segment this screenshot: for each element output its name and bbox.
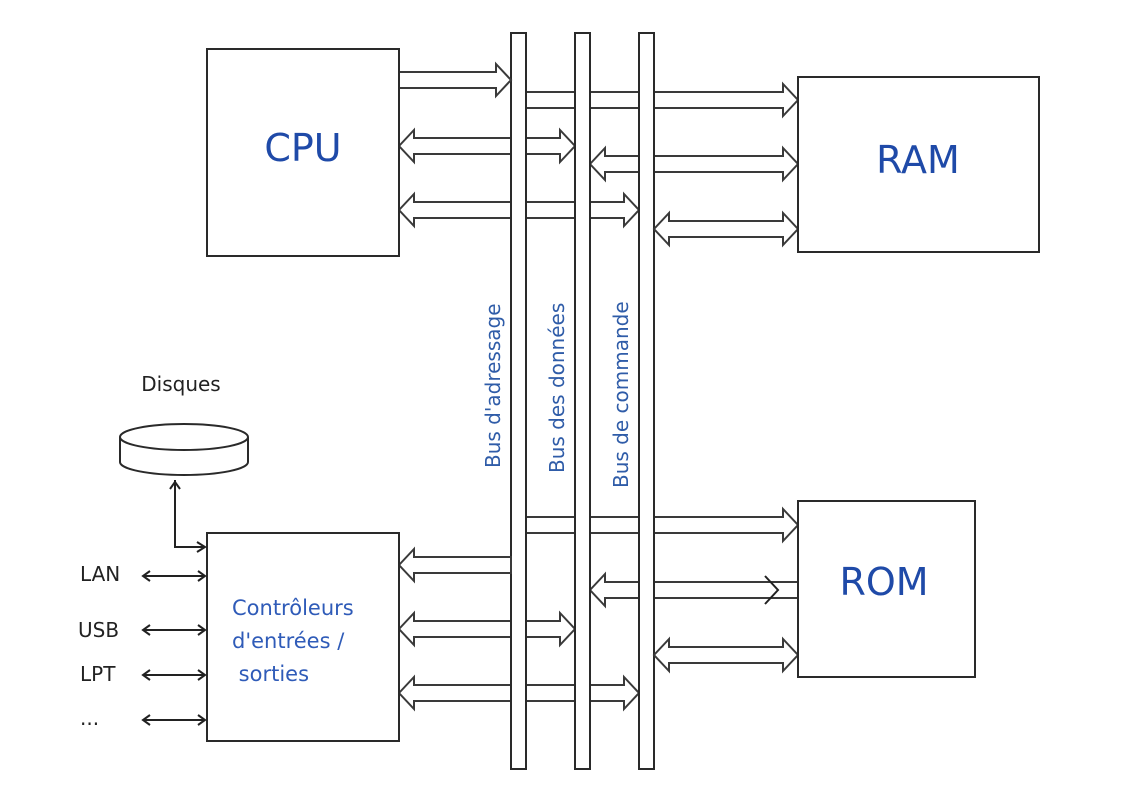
ram-label: RAM xyxy=(876,138,960,182)
address-bus-to-io-arrow xyxy=(397,546,512,584)
command-bus-label: Bus de commande xyxy=(609,301,633,488)
disk-connection-arrow xyxy=(169,480,207,553)
peripheral-arrow-more xyxy=(141,714,207,726)
command-bus-rom-arrow xyxy=(652,636,800,674)
cpu-box xyxy=(206,48,400,257)
peripheral-label-lan: LAN xyxy=(80,562,120,586)
peripheral-arrow-lan xyxy=(141,570,207,582)
cpu-data-bus-arrow xyxy=(397,127,577,165)
command-bus-bar xyxy=(638,32,655,770)
disk-icon xyxy=(119,423,249,476)
address-bus-to-rom-arrow xyxy=(525,506,800,544)
address-bus-bar xyxy=(510,32,527,770)
peripheral-label-more: ... xyxy=(80,706,99,730)
rom-band-chevron xyxy=(764,575,780,605)
address-bus-to-ram-arrow xyxy=(525,81,800,119)
cpu-to-address-bus-arrow xyxy=(398,61,513,99)
io-label-line-2: d'entrées / xyxy=(232,629,345,653)
rom-label: ROM xyxy=(839,560,928,604)
peripheral-arrow-lpt xyxy=(141,669,207,681)
disks-label: Disques xyxy=(141,372,220,396)
peripheral-label-usb: USB xyxy=(78,618,119,642)
address-bus-label: Bus d'adressage xyxy=(481,303,505,468)
peripheral-label-lpt: LPT xyxy=(80,662,116,686)
io-label-line-3: sorties xyxy=(232,662,309,686)
io-label-line-1: Contrôleurs xyxy=(232,596,354,620)
rom-box xyxy=(797,500,976,678)
data-bus-ram-arrow xyxy=(588,145,800,183)
ram-box xyxy=(797,76,1040,253)
data-bus-label: Bus des données xyxy=(545,303,569,473)
peripheral-arrow-usb xyxy=(141,624,207,636)
io-controller-box xyxy=(206,532,400,742)
data-bus-bar xyxy=(574,32,591,770)
io-data-bus-arrow xyxy=(397,610,577,648)
cpu-label: CPU xyxy=(264,126,341,170)
command-bus-ram-arrow xyxy=(652,210,800,248)
